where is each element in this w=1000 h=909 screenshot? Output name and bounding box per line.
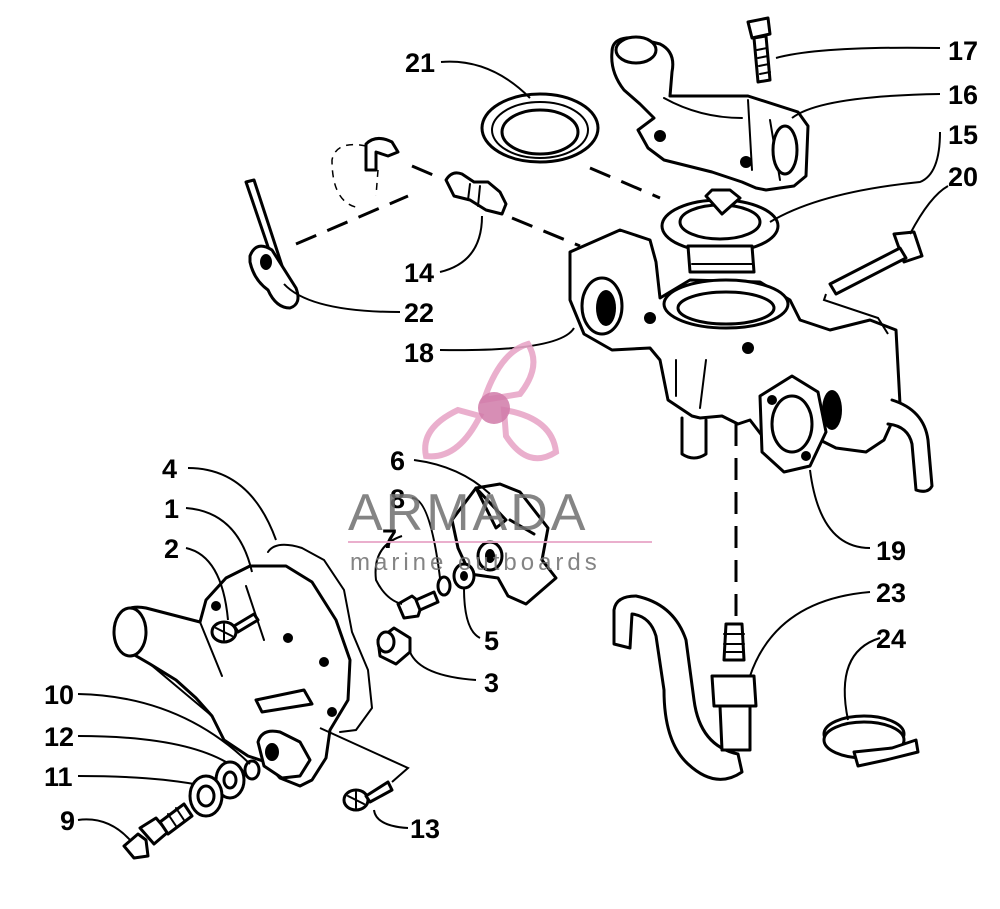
callout-14: 14	[404, 258, 434, 288]
callout-4: 4	[162, 454, 177, 484]
part-16-thermostat-cover	[610, 35, 810, 192]
callout-21: 21	[405, 48, 435, 78]
callout-labels: 21 17 16 15 20 14 22 18 19 6 8 7 5 3 4 1…	[44, 36, 978, 844]
callout-20: 20	[948, 162, 978, 192]
callout-19: 19	[876, 536, 906, 566]
part-9-bleed-screw	[122, 802, 194, 860]
part-23-temperature-sensor	[612, 594, 758, 781]
part-14-hose-fitting	[444, 171, 508, 216]
callout-3: 3	[484, 668, 499, 698]
part-5-washer	[452, 562, 476, 590]
callout-9: 9	[60, 806, 75, 836]
callout-2: 2	[164, 534, 179, 564]
leader-lines	[77, 46, 949, 841]
part-22-cable-tie	[244, 178, 300, 310]
callout-12: 12	[44, 722, 74, 752]
part-6-impeller	[450, 482, 558, 606]
part-2-screw	[210, 612, 260, 644]
part-13-screw	[342, 780, 394, 812]
callout-18: 18	[404, 338, 434, 368]
callout-24: 24	[876, 624, 906, 654]
watermark-brand: ARMADA	[348, 484, 588, 542]
callout-7: 7	[382, 524, 397, 554]
part-17-bolt	[746, 16, 772, 84]
part-3-sleeve	[376, 626, 412, 666]
callout-5: 5	[484, 626, 499, 656]
callout-11: 11	[44, 762, 73, 792]
part-20-long-bolt	[828, 230, 924, 296]
watermark-tagline: marine outboards	[350, 549, 601, 576]
hose-outline-dashed	[331, 137, 400, 209]
part-19-gasket	[758, 374, 842, 474]
part-4-gasket	[267, 543, 374, 733]
callout-15: 15	[948, 120, 978, 150]
part-10-washer	[243, 759, 261, 781]
callout-22: 22	[404, 298, 434, 328]
part-8-washer	[436, 575, 452, 597]
armada-watermark: ARMADA marine outboards	[348, 340, 652, 576]
callout-16: 16	[948, 80, 978, 110]
part-15-thermostat	[660, 188, 780, 274]
propeller-logo-icon	[422, 340, 560, 462]
callout-23: 23	[876, 578, 906, 608]
callout-8: 8	[390, 484, 405, 514]
part-24-hose-clamp	[822, 714, 920, 768]
callout-6: 6	[390, 446, 405, 476]
part-1-pump-cover	[112, 564, 352, 788]
part-11-washer	[188, 774, 224, 818]
part-21-seal-ring	[480, 92, 600, 164]
assembly-lines	[295, 164, 889, 783]
part-7-screw	[396, 590, 440, 620]
callout-13: 13	[410, 814, 440, 844]
callout-17: 17	[948, 36, 978, 66]
callout-1: 1	[164, 494, 179, 524]
callout-10: 10	[44, 680, 74, 710]
